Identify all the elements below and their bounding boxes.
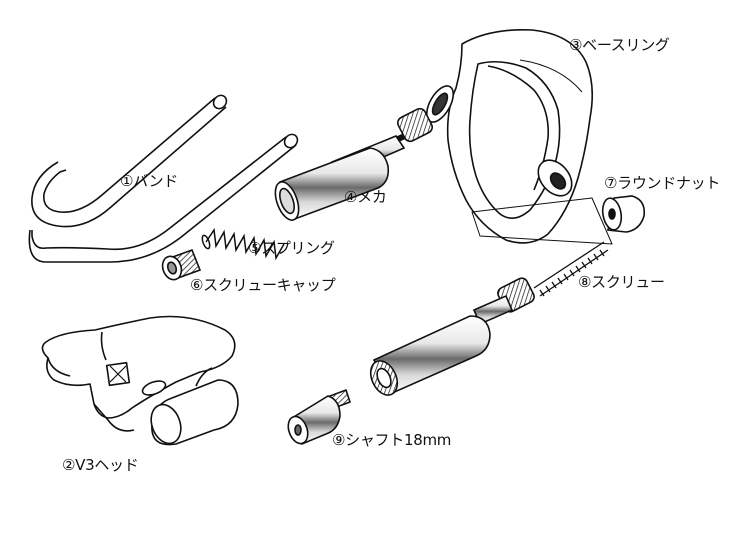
v3-head-part — [41, 315, 239, 446]
mecha-part — [274, 107, 433, 222]
shaft-part — [287, 388, 352, 446]
band-name: バンド — [133, 172, 179, 190]
base-ring-label: ③ベースリング — [569, 36, 670, 54]
mecha-lower-assembly — [369, 277, 535, 396]
mecha-label: ④メカ — [344, 188, 387, 206]
screw-name: スクリュー — [591, 273, 665, 291]
mecha-number: ④ — [344, 188, 358, 206]
shaft-number: ⑨ — [332, 431, 346, 449]
base-ring-part — [425, 28, 613, 245]
screw-cap-label: ⑥スクリューキャップ — [190, 276, 336, 294]
screw-number: ⑧ — [578, 273, 592, 291]
base-ring-number: ③ — [569, 36, 583, 54]
band-part — [28, 94, 299, 263]
band-number: ① — [120, 172, 134, 190]
round-nut-label: ⑦ラウンドナット — [604, 174, 720, 192]
screw-cap-number: ⑥ — [190, 276, 204, 294]
v3-head-label: ②V3ヘッド — [62, 456, 139, 474]
round-nut-number: ⑦ — [604, 174, 618, 192]
screw-part — [533, 241, 609, 297]
shaft-label: ⑨シャフト18mm — [332, 431, 451, 449]
shaft-name: シャフト18mm — [345, 431, 452, 449]
screw-cap-part — [161, 248, 202, 281]
mecha-name: メカ — [357, 188, 387, 206]
round-nut-name: ラウンドナット — [617, 174, 721, 192]
screw-cap-name: スクリューキャップ — [203, 276, 336, 294]
spring-part — [201, 227, 285, 261]
spring-name: スプリング — [261, 239, 335, 257]
base-ring-name: ベースリング — [582, 36, 670, 54]
screw-label: ⑧スクリュー — [578, 273, 665, 291]
v3-head-name: V3ヘッド — [75, 456, 139, 474]
spring-label: ⑤スプリング — [248, 239, 335, 257]
v3-head-number: ② — [62, 456, 76, 474]
round-nut-part — [601, 195, 646, 233]
band-label: ①バンド — [120, 172, 178, 190]
spring-number: ⑤ — [248, 239, 262, 257]
